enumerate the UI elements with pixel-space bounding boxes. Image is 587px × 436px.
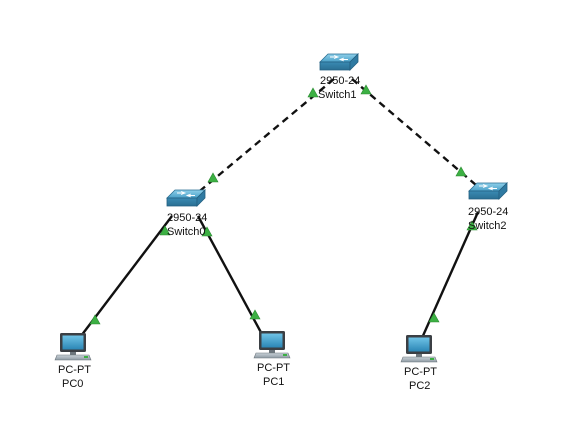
device-pc1[interactable]: PC-PT PC1: [253, 330, 291, 388]
device-name-label: Switch2: [468, 220, 507, 232]
device-model-label: PC-PT: [257, 362, 290, 374]
link-up-triangle-icon: [207, 172, 219, 183]
pc-icon[interactable]: [253, 330, 291, 359]
pc-icon[interactable]: [400, 334, 438, 363]
device-switch0[interactable]: 2950-24 Switch0: [166, 189, 207, 238]
device-switch1[interactable]: 2950-24 Switch1: [318, 53, 360, 101]
device-name-label: PC0: [62, 378, 83, 390]
pc-icon[interactable]: [54, 332, 92, 361]
link-switch2-pc2[interactable]: [420, 211, 480, 339]
device-name-label: Switch0: [167, 226, 206, 238]
link-switch1-switch2[interactable]: [351, 78, 477, 186]
device-name-label: PC2: [409, 380, 430, 392]
device-model-label: 2950-24: [468, 206, 508, 218]
link-up-triangle-icon: [89, 314, 101, 325]
device-switch2[interactable]: 2950-24 Switch2: [468, 182, 508, 232]
link-up-triangle-icon: [307, 87, 319, 98]
device-pc0[interactable]: PC-PT PC0: [54, 332, 92, 390]
switch-icon[interactable]: [468, 182, 508, 200]
device-model-label: PC-PT: [404, 366, 437, 378]
switch-icon[interactable]: [319, 53, 359, 71]
device-model-label: 2950-24: [167, 212, 207, 224]
links-layer: [77, 78, 480, 341]
device-pc2[interactable]: PC-PT PC2: [400, 334, 438, 392]
device-model-label: PC-PT: [58, 364, 91, 376]
switch-icon[interactable]: [166, 189, 206, 207]
device-name-label: PC1: [263, 376, 284, 388]
device-model-label: 2950-24: [320, 75, 360, 87]
device-name-label: Switch1: [318, 89, 357, 101]
